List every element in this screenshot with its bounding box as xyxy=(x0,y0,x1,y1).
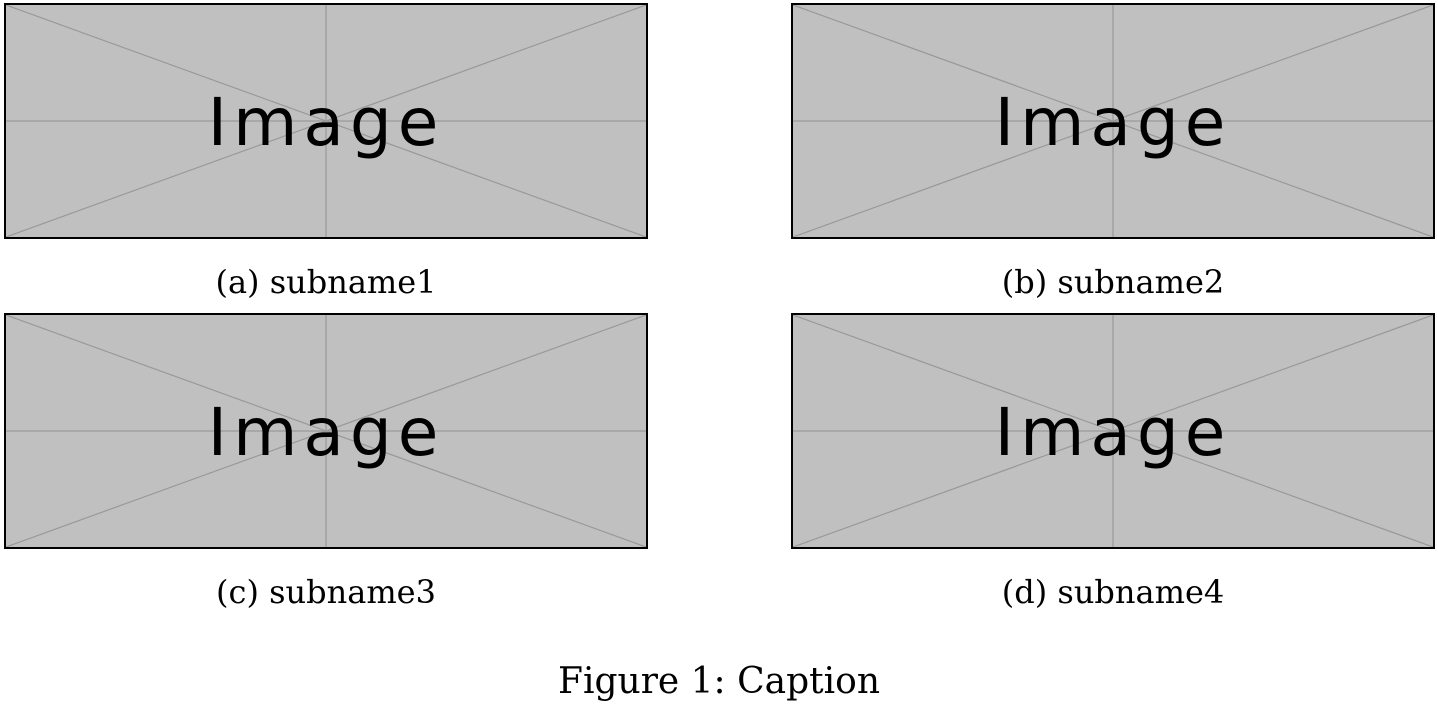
subfigure-a: Image (a) subname1 xyxy=(4,3,648,298)
placeholder-cross-lines xyxy=(6,315,646,547)
placeholder-label: Image xyxy=(994,394,1232,471)
subfigure-caption: (a) subname1 xyxy=(215,263,437,301)
subfigure-d: Image (d) subname4 xyxy=(791,313,1435,608)
image-placeholder: Image xyxy=(4,3,648,239)
subfigure-caption: (d) subname4 xyxy=(1001,573,1225,611)
subfigure-caption: (b) subname2 xyxy=(1001,263,1225,301)
image-placeholder: Image xyxy=(791,3,1435,239)
subfigure-caption: (c) subname3 xyxy=(216,573,436,611)
placeholder-cross-lines xyxy=(6,5,646,237)
placeholder-label: Image xyxy=(207,394,445,471)
subfigure-b: Image (b) subname2 xyxy=(791,3,1435,298)
subfigure-c: Image (c) subname3 xyxy=(4,313,648,608)
placeholder-cross-lines xyxy=(793,5,1433,237)
placeholder-label: Image xyxy=(207,84,445,161)
figure-caption: Figure 1: Caption xyxy=(557,661,881,702)
image-placeholder: Image xyxy=(791,313,1435,549)
placeholder-cross-lines xyxy=(793,315,1433,547)
image-placeholder: Image xyxy=(4,313,648,549)
placeholder-label: Image xyxy=(994,84,1232,161)
